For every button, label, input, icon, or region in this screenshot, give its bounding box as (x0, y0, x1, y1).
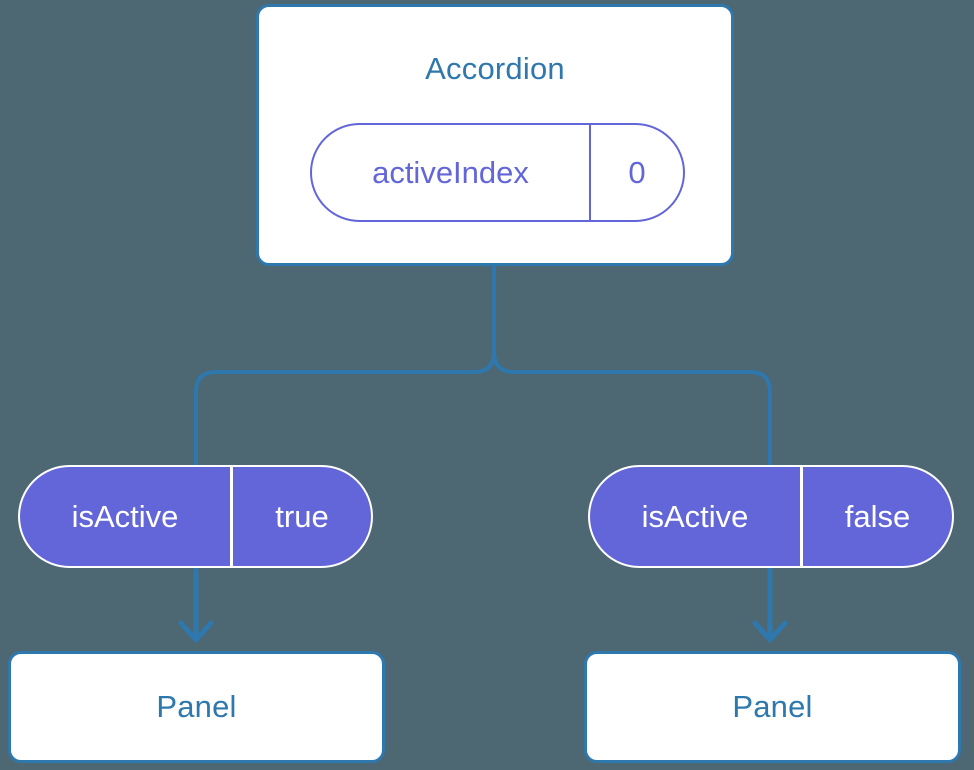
prop-value-activeindex: 0 (628, 154, 646, 190)
prop-pill-child-right[interactable]: isActive false (588, 465, 954, 568)
connector-trunk-split (194, 264, 496, 467)
prop-key-isactive-left: isActive (20, 467, 233, 566)
prop-value-isactive-right: false (844, 498, 911, 534)
prop-value-isactive-left: true (275, 498, 329, 534)
panel-right-title: Panel (732, 689, 813, 724)
component-card-panel-left[interactable]: Panel (8, 651, 385, 763)
prop-key-activeindex: activeIndex (312, 125, 591, 220)
arrow-left-icon (178, 567, 214, 643)
connector-trunk-split-right (492, 350, 772, 467)
arrow-right-icon (752, 567, 788, 643)
component-card-root[interactable]: Accordion activeIndex 0 (256, 4, 734, 266)
prop-pill-child-left[interactable]: isActive true (18, 465, 373, 568)
root-component-title: Accordion (425, 51, 565, 86)
panel-left-title: Panel (156, 689, 237, 724)
prop-key-isactive-right: isActive (590, 467, 803, 566)
component-card-panel-right[interactable]: Panel (584, 651, 961, 763)
prop-pill-root[interactable]: activeIndex 0 (310, 123, 685, 222)
